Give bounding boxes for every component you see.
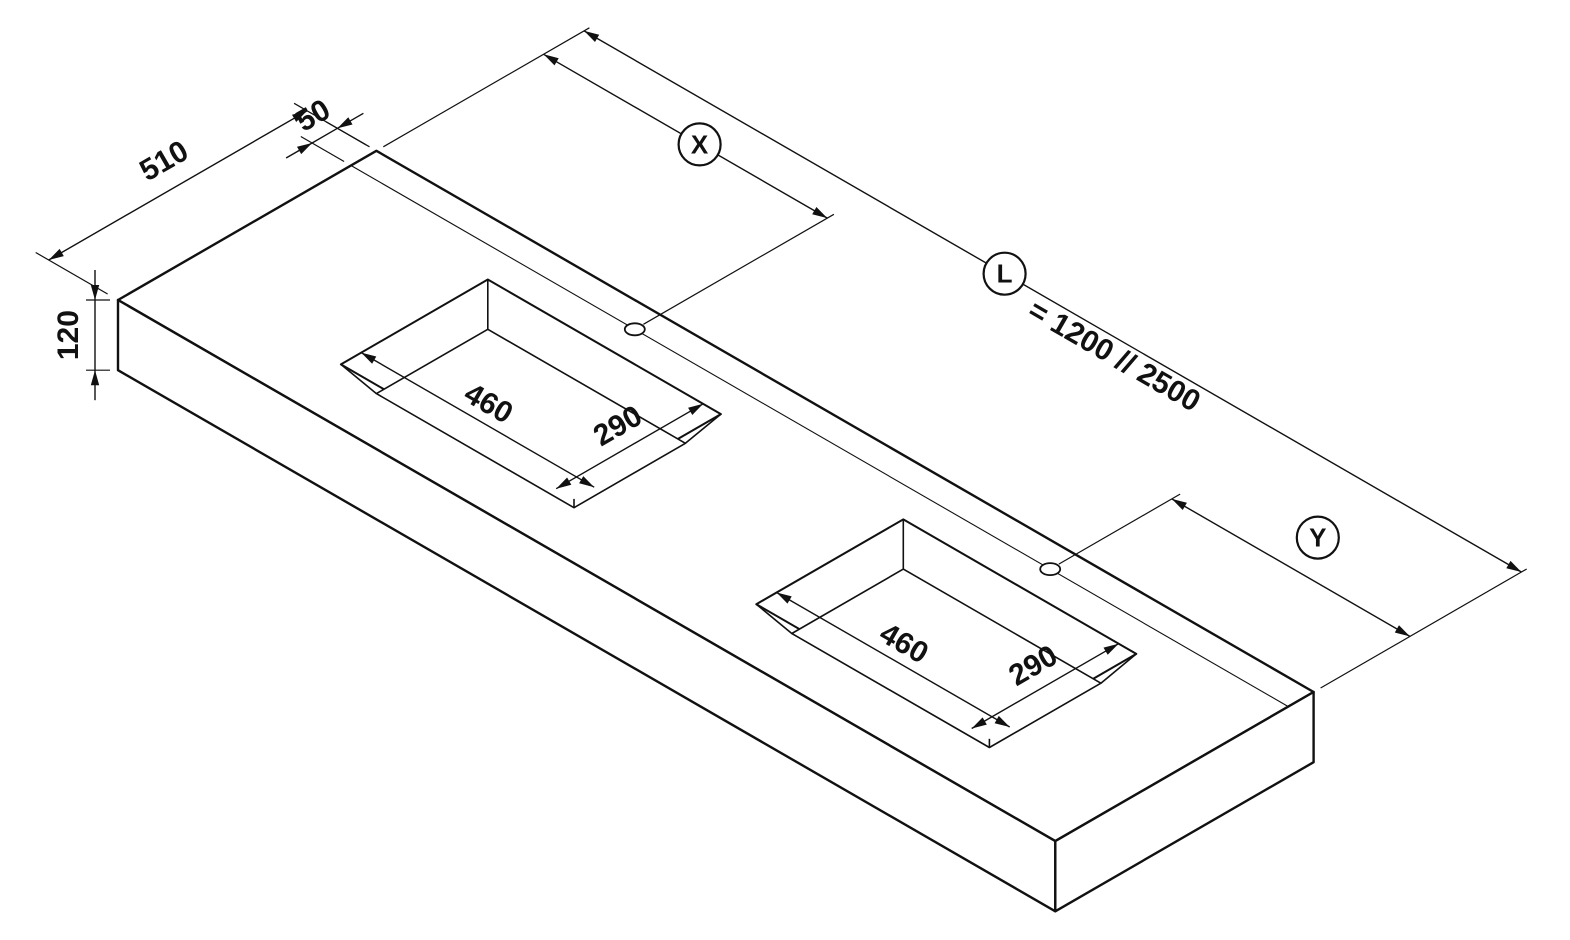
depth-dim-arrow-2 xyxy=(48,248,64,260)
y-ext xyxy=(1058,493,1181,565)
y-dim-arrow-2 xyxy=(1394,625,1410,637)
faucet-hole-2 xyxy=(1039,562,1062,576)
basin-1-corner-edge-1 xyxy=(340,363,377,395)
depth-dim-arrow-1 xyxy=(292,110,308,122)
y-symbol-label: Y xyxy=(1309,523,1326,553)
basin-2-width-dim-arrow-2 xyxy=(1103,643,1119,655)
basin-2-corner-edge-3 xyxy=(1100,653,1137,684)
length-dim-arrow-1 xyxy=(584,30,600,42)
basin-1-width-dim-arrow-2 xyxy=(688,403,704,415)
basin-2-corner-edge-1 xyxy=(755,603,793,635)
hole-offset-ext-2 xyxy=(300,135,345,163)
basin-1-length-dim-line xyxy=(360,351,595,488)
length-symbol-circle xyxy=(982,251,1027,296)
length-value-label: = 1200 // 2500 xyxy=(1023,294,1206,419)
slab-right-end-face xyxy=(1054,690,1315,913)
x-symbol-circle xyxy=(677,122,722,167)
length-dim-line xyxy=(583,30,1522,573)
hole-offset-ext-1 xyxy=(325,121,370,148)
y-dim-line xyxy=(1171,498,1411,638)
basin-1-corner-edge-3 xyxy=(684,413,722,444)
basin-2-width-dim-arrow-1 xyxy=(971,717,987,729)
basin-1-length-dim-arrow-2 xyxy=(579,476,595,488)
faucet-centerline xyxy=(350,165,1289,708)
y-symbol-circle xyxy=(1295,515,1340,560)
slab-top-face xyxy=(116,149,1315,843)
basin-1-width-dim-arrow-1 xyxy=(556,477,572,489)
y-dim-arrow-1 xyxy=(1171,498,1187,510)
x-dim-arrow-2 xyxy=(812,207,828,219)
depth-dim-line xyxy=(48,110,308,261)
length-ext-right xyxy=(1320,568,1527,689)
basin-2-length-dim-line xyxy=(776,591,1011,728)
thickness-label: 120 xyxy=(52,310,85,360)
basin-2-length-dim-arrow-2 xyxy=(994,715,1010,727)
basin-2-width-dim-line xyxy=(971,643,1119,730)
basin-1-length-dim-arrow-1 xyxy=(361,352,377,364)
hole-offset-dim-tail-2 xyxy=(337,112,364,129)
depth-label: 510 xyxy=(134,134,194,188)
length-ext-left xyxy=(382,27,590,148)
x-dim-arrow-1 xyxy=(543,54,559,66)
x-ext xyxy=(643,213,835,325)
x-symbol-label: X xyxy=(691,129,709,159)
faucet-hole-1 xyxy=(623,322,646,337)
hole-offset-dim-tail-1 xyxy=(285,142,313,159)
length-symbol-label: L xyxy=(997,259,1013,289)
length-dim-arrow-2 xyxy=(1506,560,1522,572)
hole-offset-label: 50 xyxy=(291,93,336,138)
hole-offset-dim-line xyxy=(311,127,338,144)
basin-1-width-dim-line xyxy=(555,403,704,490)
basin-2-length-dim-arrow-1 xyxy=(776,592,792,604)
